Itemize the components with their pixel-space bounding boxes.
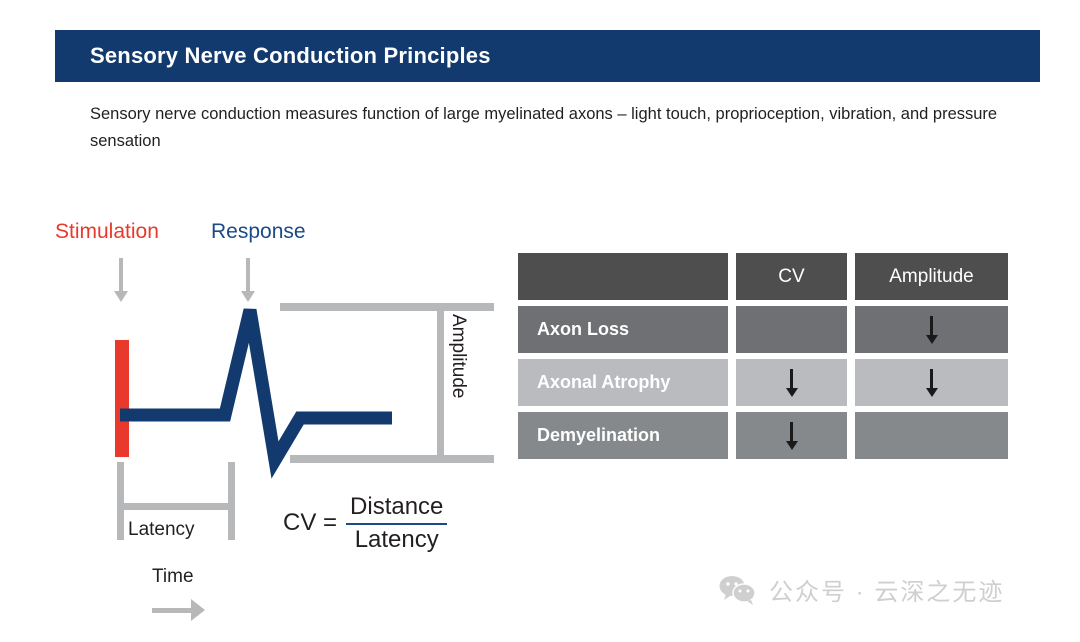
latency-bracket-left (117, 462, 124, 540)
page-title: Sensory Nerve Conduction Principles (90, 43, 491, 68)
stimulation-label: Stimulation (55, 220, 159, 243)
cell-demyelination-cv (736, 412, 847, 459)
cell-axon-loss-amplitude (855, 306, 1008, 353)
time-right-arrow-icon (152, 599, 205, 621)
row-label-demyelination: Demyelination (518, 412, 728, 459)
stimulation-down-arrow-icon (114, 258, 128, 302)
findings-matrix-table: CV Amplitude Axon Loss Axonal Atrophy (518, 253, 1008, 459)
latency-label: Latency (128, 519, 195, 540)
table-header-cell-cv: CV (736, 253, 847, 300)
response-label: Response (211, 220, 306, 243)
wechat-logo-icon (719, 575, 756, 605)
watermark-text: 公众号 · 云深之无迹 (769, 579, 1005, 606)
table-row: Axon Loss (518, 306, 1008, 353)
cell-demyelination-amplitude (855, 412, 1008, 459)
latency-bracket-crossbar (117, 503, 235, 510)
page-header-bar: Sensory Nerve Conduction Principles (55, 30, 1040, 82)
cv-formula-lhs: CV = (283, 509, 338, 537)
intro-paragraph: Sensory nerve conduction measures functi… (90, 105, 998, 150)
sensory-waveform (120, 308, 392, 479)
cv-formula-numerator: Distance (350, 493, 444, 520)
time-axis-label: Time (152, 566, 194, 587)
amplitude-bracket-top (280, 303, 494, 311)
response-down-arrow-icon (241, 258, 255, 302)
cv-formula-rule (346, 522, 448, 525)
wechat-watermark: 公众号 · 云深之无迹 (718, 572, 1004, 607)
cell-axonal-atrophy-amplitude (855, 359, 1008, 406)
table-row: Demyelination (518, 412, 1008, 459)
down-arrow-icon (926, 315, 938, 344)
cv-formula: CV = Distance Latency (283, 493, 448, 553)
cell-axon-loss-cv (736, 306, 847, 353)
down-arrow-icon (786, 421, 798, 450)
amplitude-bracket-bottom (290, 455, 494, 463)
down-arrow-icon (926, 368, 938, 397)
cv-formula-denominator: Latency (354, 525, 439, 553)
cell-axonal-atrophy-cv (736, 359, 847, 406)
table-header-row: CV Amplitude (518, 253, 1008, 300)
nerve-conduction-diagram: Stimulation Response Amplitude Latency T… (0, 0, 520, 642)
table-header-cell-amplitude: Amplitude (855, 253, 1008, 300)
table-row: Axonal Atrophy (518, 359, 1008, 406)
down-arrow-icon (786, 368, 798, 397)
latency-bracket-right (228, 462, 235, 540)
amplitude-bracket-vertical (437, 303, 444, 463)
table-header-cell-blank (518, 253, 728, 300)
stimulus-artifact-bar (115, 340, 129, 457)
amplitude-label: Amplitude (448, 314, 469, 399)
row-label-axonal-atrophy: Axonal Atrophy (518, 359, 728, 406)
cv-formula-fraction: Distance Latency (346, 493, 448, 553)
row-label-axon-loss: Axon Loss (518, 306, 728, 353)
